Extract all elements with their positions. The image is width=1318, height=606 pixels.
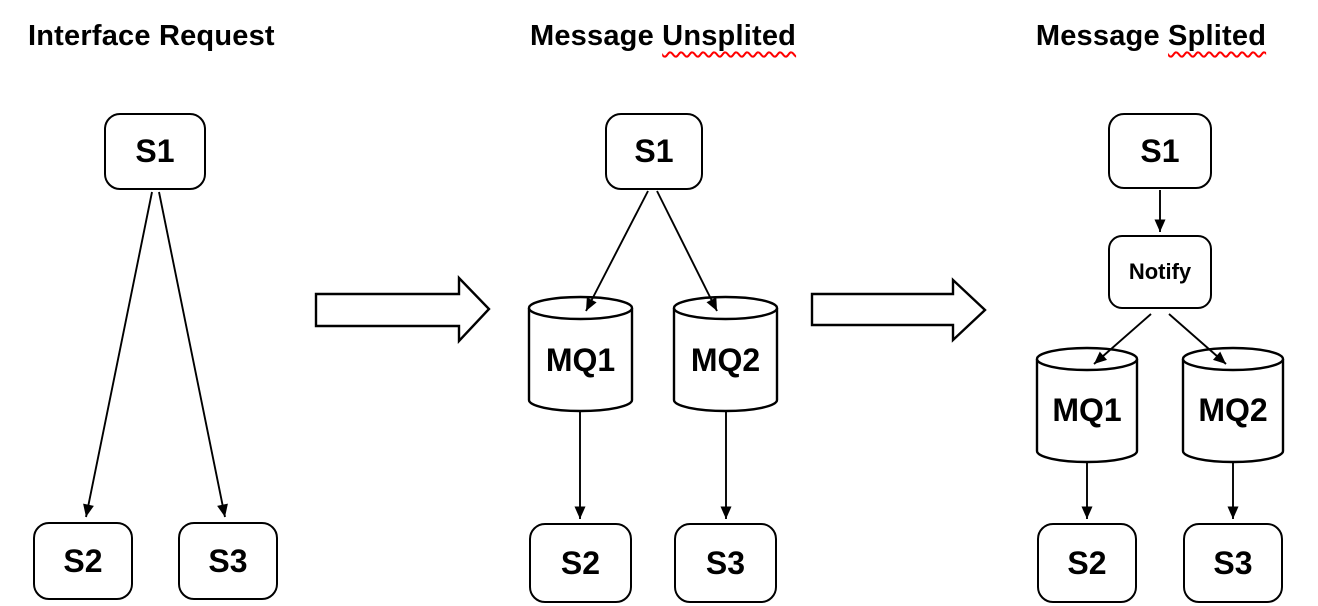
node-label: S3 bbox=[705, 544, 746, 581]
panel3-title-prefix: Message bbox=[1035, 20, 1169, 52]
panel2-node-s3: S3 bbox=[674, 523, 777, 603]
node-label: S2 bbox=[560, 544, 601, 581]
panel2-title-prefix: Message bbox=[530, 20, 663, 52]
panel2-node-s1: S1 bbox=[605, 113, 703, 190]
node-label: S3 bbox=[208, 542, 248, 579]
panel3-title-misspelled: Splited bbox=[1168, 20, 1267, 52]
panel3-node-notify: Notify bbox=[1108, 235, 1212, 309]
node-label: S3 bbox=[1213, 544, 1253, 581]
panel3-node-s2: S2 bbox=[1037, 523, 1137, 603]
mq1-cylinder-top bbox=[1035, 346, 1139, 372]
node-label: S1 bbox=[634, 133, 674, 169]
panel3-shapes bbox=[1035, 190, 1285, 519]
node-label: S2 bbox=[1067, 544, 1107, 581]
mq2-cylinder-body bbox=[672, 308, 779, 413]
panel1-title: Interface Request bbox=[28, 20, 275, 52]
edge-s1-s3 bbox=[158, 191, 228, 518]
edge-notify-mq1 bbox=[1093, 313, 1152, 365]
panel3-node-s1: S1 bbox=[1108, 113, 1212, 189]
node-label: S2 bbox=[63, 542, 103, 579]
node-label: S1 bbox=[135, 133, 175, 169]
mq2-cylinder-body bbox=[1181, 359, 1285, 464]
edge-s1-s2 bbox=[83, 191, 153, 518]
panel1-edges bbox=[83, 191, 228, 518]
flow-arrow-2 bbox=[810, 277, 987, 343]
mq1-cylinder-top bbox=[527, 295, 634, 321]
panel2-title: Message Unsplited bbox=[530, 20, 796, 53]
mq1-cylinder-body bbox=[1035, 359, 1139, 464]
mq2-cylinder-top bbox=[1181, 346, 1285, 372]
panel3-title: Message Splited bbox=[1021, 20, 1281, 53]
panel2-node-s2: S2 bbox=[529, 523, 632, 603]
mq2-cylinder-top bbox=[672, 295, 779, 321]
panel1-node-s1: S1 bbox=[104, 113, 206, 190]
panel1-node-s3: S3 bbox=[178, 522, 278, 600]
panel2-title-misspelled: Unsplited bbox=[662, 20, 797, 52]
edge-s1-mq2 bbox=[656, 190, 718, 312]
panel3-node-s3: S3 bbox=[1183, 523, 1283, 603]
node-label: Notify bbox=[1128, 259, 1192, 284]
panel1-node-s2: S2 bbox=[33, 522, 133, 600]
node-label: S1 bbox=[1140, 132, 1180, 169]
flow-arrow-1 bbox=[314, 275, 491, 345]
edge-s1-mq1 bbox=[585, 190, 649, 312]
mq1-cylinder-body bbox=[527, 308, 634, 413]
edge-notify-mq2 bbox=[1168, 313, 1227, 365]
panel2-shapes bbox=[527, 190, 779, 519]
